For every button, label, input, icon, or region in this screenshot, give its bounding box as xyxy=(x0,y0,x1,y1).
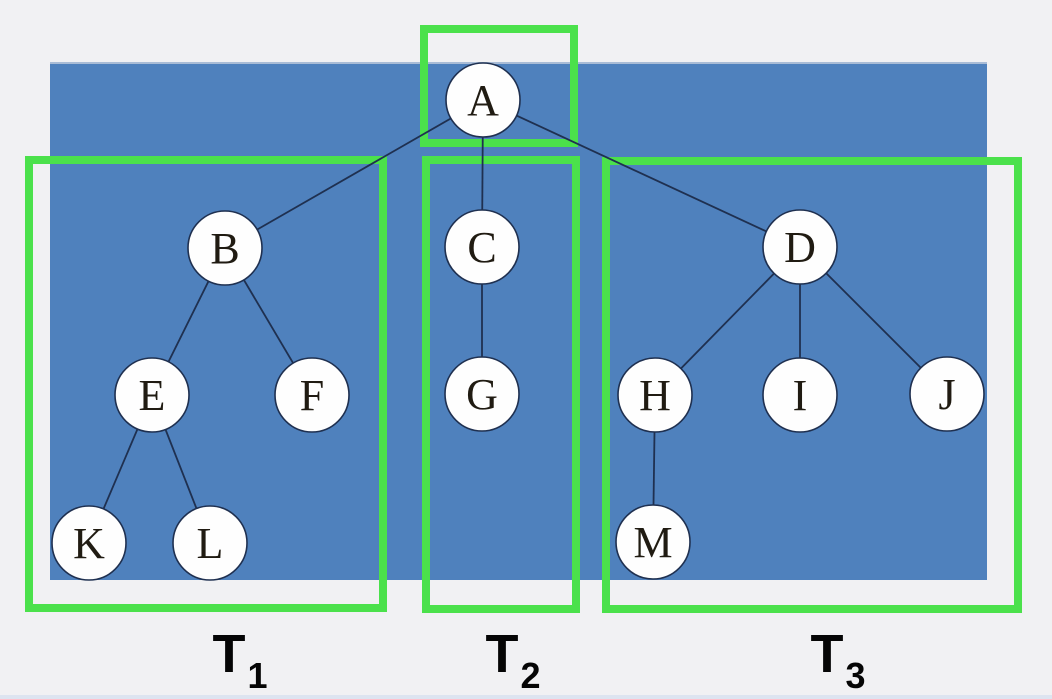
root-box-box xyxy=(420,25,578,147)
subtree-label-t2-base: T xyxy=(485,624,518,684)
node-B-label: B xyxy=(210,224,239,273)
node-J: J xyxy=(909,356,985,432)
node-K-circle xyxy=(51,505,127,581)
node-K-label: K xyxy=(73,519,105,568)
node-A-circle xyxy=(445,62,521,138)
node-H-label: H xyxy=(639,371,671,420)
edge-A-B xyxy=(224,99,484,249)
subtree-t1-box xyxy=(25,156,387,612)
node-I-label: I xyxy=(793,371,808,420)
subtree-t2-box xyxy=(422,156,580,613)
node-A: A xyxy=(445,62,521,138)
subtree-label-t1-subscript: 1 xyxy=(247,655,267,696)
subtree-label-t3-subscript: 3 xyxy=(845,655,865,696)
subtree-label-t2-subscript: 2 xyxy=(520,655,540,696)
node-D: D xyxy=(762,209,838,285)
node-M: M xyxy=(615,504,691,580)
subtree-label-t3-base: T xyxy=(810,624,843,684)
node-M-circle xyxy=(615,504,691,580)
blue-panel xyxy=(50,62,987,580)
node-K: K xyxy=(51,505,127,581)
node-G-circle xyxy=(444,356,520,432)
node-G-label: G xyxy=(466,370,498,419)
subtree-label-t2: T2 xyxy=(485,624,540,696)
edge-A-D xyxy=(482,99,801,248)
node-B: B xyxy=(187,210,263,286)
node-L: L xyxy=(172,505,248,581)
node-H-circle xyxy=(617,357,693,433)
node-G: G xyxy=(444,356,520,432)
subtree-label-t1-base: T xyxy=(212,624,245,684)
node-E: E xyxy=(114,357,190,433)
node-E-label: E xyxy=(139,371,166,420)
node-J-label: J xyxy=(938,370,955,419)
node-C: C xyxy=(444,209,520,285)
node-J-circle xyxy=(909,356,985,432)
node-D-label: D xyxy=(784,223,816,272)
node-I-circle xyxy=(762,357,838,433)
node-I: I xyxy=(762,357,838,433)
subtree-label-t1: T1 xyxy=(212,624,267,696)
node-F-circle xyxy=(274,357,350,433)
node-E-circle xyxy=(114,357,190,433)
subtree-t3-box xyxy=(602,157,1022,613)
subtree-label-t3: T3 xyxy=(810,624,865,696)
node-M-label: M xyxy=(633,518,672,567)
node-F-label: F xyxy=(300,371,324,420)
bottom-edge-strip xyxy=(0,695,1052,699)
node-L-circle xyxy=(172,505,248,581)
node-C-label: C xyxy=(467,223,496,272)
node-H: H xyxy=(617,357,693,433)
node-L-label: L xyxy=(197,519,224,568)
node-C-circle xyxy=(444,209,520,285)
node-F: F xyxy=(274,357,350,433)
node-A-label: A xyxy=(467,76,499,125)
node-D-circle xyxy=(762,209,838,285)
node-B-circle xyxy=(187,210,263,286)
